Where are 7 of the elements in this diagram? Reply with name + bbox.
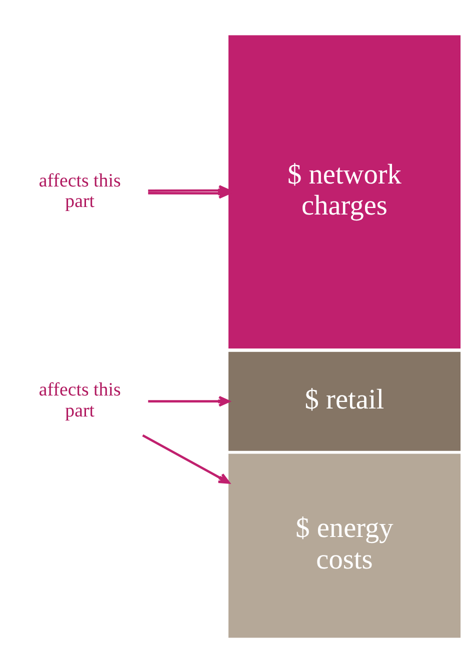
node-text: affects this part [38, 170, 121, 212]
node-box: $ energy costs [228, 453, 461, 638]
node-text: affects this part [38, 379, 121, 421]
arrow [142, 434, 230, 484]
node-box: $ retail [228, 351, 461, 450]
node-box: $ network charges [228, 34, 461, 348]
arrow [148, 395, 230, 406]
